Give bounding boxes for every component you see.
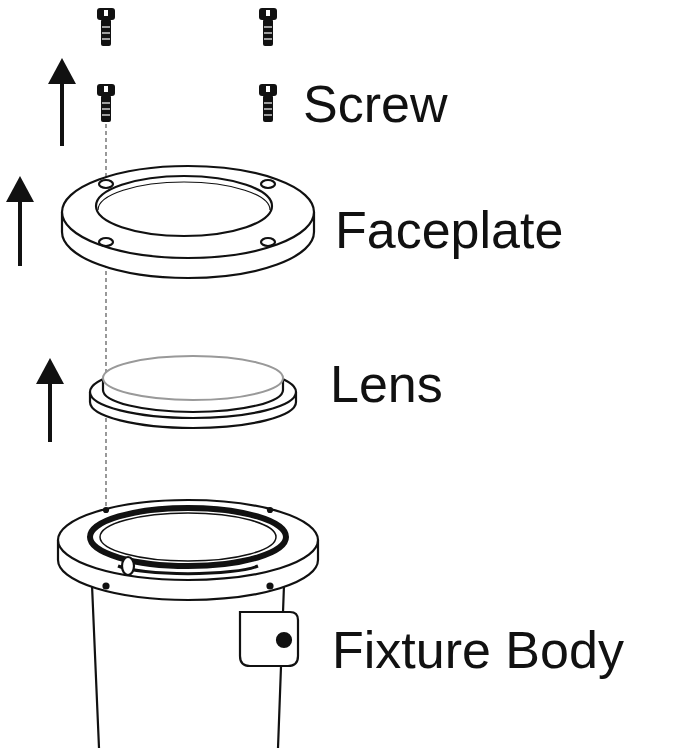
screw-icon xyxy=(259,8,277,46)
part-label: Faceplate xyxy=(335,202,563,259)
direction-arrows xyxy=(6,58,76,442)
fixture-body-drawing xyxy=(58,500,318,748)
screw-icon xyxy=(97,8,115,46)
part-label: Fixture Body xyxy=(332,622,624,679)
lens-drawing xyxy=(90,356,296,428)
screw-icon xyxy=(97,84,115,122)
faceplate-drawing xyxy=(62,166,314,278)
screw-icon xyxy=(259,84,277,122)
part-label: Lens xyxy=(330,356,443,413)
part-label: Screw xyxy=(303,76,447,133)
